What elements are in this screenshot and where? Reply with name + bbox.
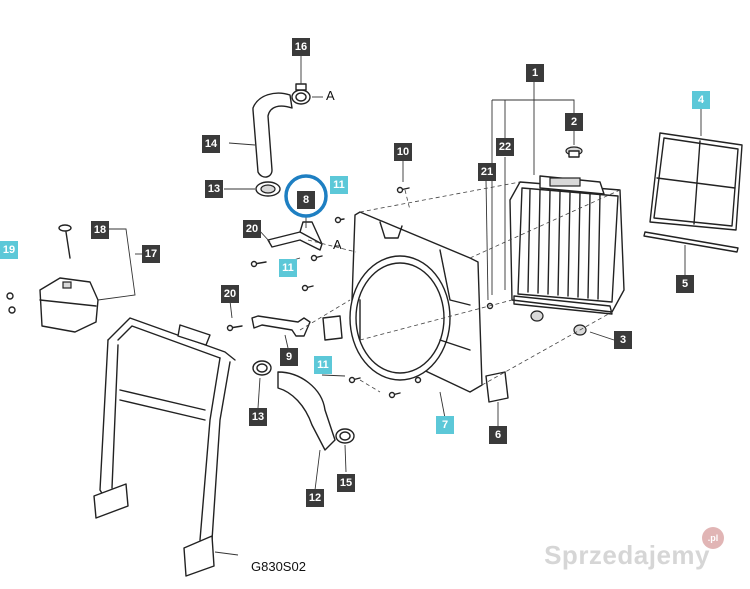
callout-9: 9 bbox=[280, 348, 298, 366]
callout-5: 5 bbox=[676, 275, 694, 293]
callout-8: 8 bbox=[297, 191, 315, 209]
support-frame bbox=[93, 317, 236, 577]
watermark-logo: Sprzedajemy bbox=[544, 540, 710, 570]
screen-4 bbox=[649, 132, 743, 231]
callout-17: 17 bbox=[142, 245, 160, 263]
callout-7: 7 bbox=[436, 416, 454, 434]
hose-clamp-15 bbox=[335, 428, 355, 444]
expansion-tank-17 bbox=[39, 277, 99, 333]
lower-hose-12 bbox=[277, 371, 336, 451]
highlight-circle-8 bbox=[284, 174, 328, 218]
callout-18: 18 bbox=[91, 221, 109, 239]
callout-14: 14 bbox=[202, 135, 220, 153]
rubber-mount-3 bbox=[530, 310, 587, 336]
hose-clamp-16 bbox=[291, 83, 311, 105]
callout-11-middle: 11 bbox=[279, 259, 297, 277]
nuts-19 bbox=[6, 292, 16, 314]
drawing-code: G830S02 bbox=[251, 559, 306, 574]
dipstick-18 bbox=[58, 224, 72, 259]
leader-lines bbox=[97, 56, 702, 556]
callout-4: 4 bbox=[692, 91, 710, 109]
callout-13-lower: 13 bbox=[249, 408, 267, 426]
callout-1: 1 bbox=[526, 64, 544, 82]
callout-10: 10 bbox=[394, 143, 412, 161]
alignment-lines bbox=[299, 181, 621, 393]
callout-16: 16 bbox=[292, 38, 310, 56]
watermark-badge: .pl bbox=[702, 527, 724, 549]
callout-11-upper: 11 bbox=[330, 176, 348, 194]
upper-hose-14 bbox=[252, 92, 293, 178]
connector-letter-a-lower: A bbox=[333, 237, 342, 252]
callout-15: 15 bbox=[337, 474, 355, 492]
hose-clamp-13-lower bbox=[252, 360, 272, 376]
bracket-8 bbox=[267, 221, 323, 251]
callout-2: 2 bbox=[565, 113, 583, 131]
connector-letter-a-upper: A bbox=[326, 88, 335, 103]
seal-strip-5 bbox=[643, 231, 739, 253]
callout-6: 6 bbox=[489, 426, 507, 444]
callout-11-lower: 11 bbox=[314, 356, 332, 374]
radiator-1 bbox=[509, 175, 625, 315]
bolts bbox=[226, 186, 494, 399]
bracket-9 bbox=[251, 315, 311, 337]
radiator-cap-2 bbox=[565, 146, 583, 158]
callout-21: 21 bbox=[478, 163, 496, 181]
callout-3: 3 bbox=[614, 331, 632, 349]
callout-19: 19 bbox=[0, 241, 18, 259]
callout-20-upper: 20 bbox=[243, 220, 261, 238]
hose-clamp-13-upper bbox=[255, 181, 281, 197]
callout-13-upper: 13 bbox=[205, 180, 223, 198]
callout-20-lower: 20 bbox=[221, 285, 239, 303]
foam-pad-left bbox=[322, 315, 343, 341]
callout-22: 22 bbox=[496, 138, 514, 156]
fan-shroud-7 bbox=[349, 211, 483, 393]
callout-12: 12 bbox=[306, 489, 324, 507]
